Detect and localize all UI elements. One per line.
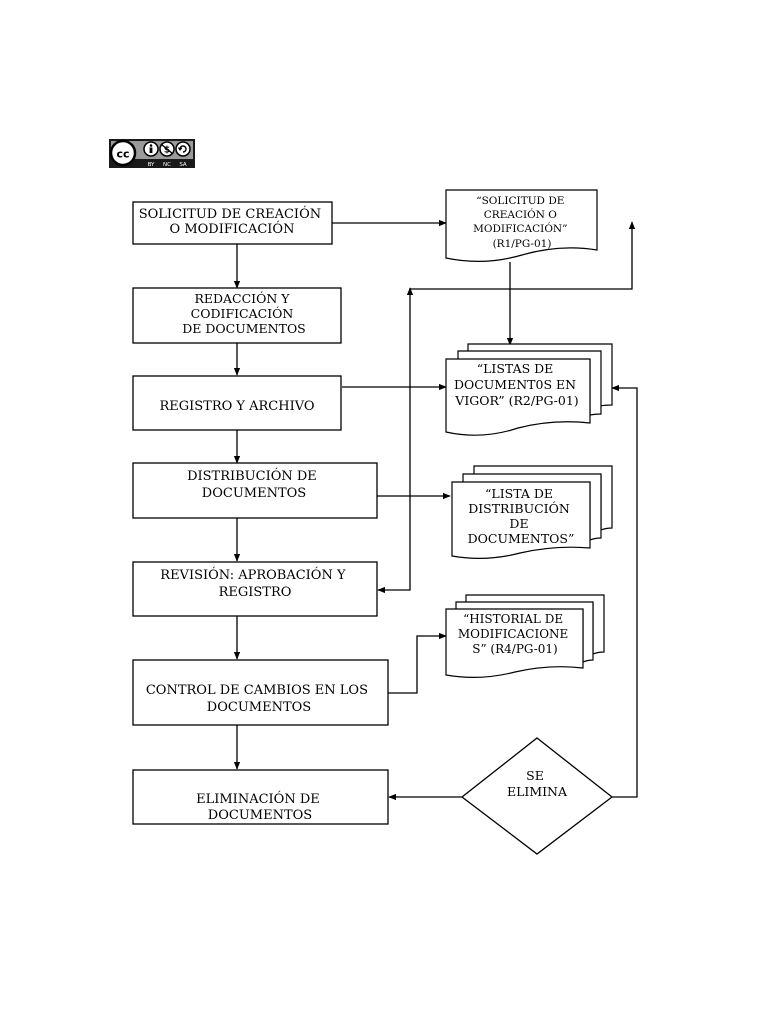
sa-label: SA <box>179 162 187 168</box>
arrow-loop-p5-up <box>377 287 414 594</box>
d2-line-3: VIGOR” (R2/PG-01) <box>454 393 578 408</box>
svg-text:REDACCIÓN Y CODIFICACIÓN: REDACCIÓN Y CODIFICACIÓN DE DOCUMENTOS <box>182 290 306 336</box>
d2-line-1: “LISTAS DE <box>477 361 554 376</box>
d1-line-2: CREACIÓN O <box>484 207 558 221</box>
d1-line-4: (R1/PG-01) <box>493 238 552 250</box>
decision-se-elimina: SE ELIMINA <box>460 737 614 855</box>
cc-logo-text: cc <box>116 148 129 161</box>
svg-text:CONTROL DE CAMBIOS EN LOS: CONTROL DE CAMBIOS EN LOS DOCUMENTOS <box>146 683 372 715</box>
document-d4: “HISTORIAL DE MODIFICACIONE S” (R4/PG-01… <box>445 594 605 678</box>
p4-line-1: DISTRIBUCIÓN DE <box>187 467 317 484</box>
nc-label: NC <box>163 162 171 168</box>
decision-line-2: ELIMINA <box>507 784 568 799</box>
process-box-p3: REGISTRO Y ARCHIVO <box>132 375 342 431</box>
process-box-p1: SOLICITUD DE CREACIÓN O MODIFICACIÓN <box>132 201 333 245</box>
cc-license-badge: cc $ BY NC SA <box>109 139 195 168</box>
document-d2: “LISTAS DE DOCUMENT0S EN VIGOR” (R2/PG-0… <box>445 343 613 436</box>
svg-text:REGISTRO Y ARCHIVO: REGISTRO Y ARCHIVO <box>159 399 314 414</box>
process-box-p7: ELIMINACIÓN DE DOCUMENTOS <box>132 769 389 825</box>
d3-line-1: “LISTA DE <box>485 486 553 501</box>
p2-line-1: REDACCIÓN Y <box>194 290 290 306</box>
p4-line-2: DOCUMENTOS <box>202 486 306 501</box>
p6-line-1: CONTROL DE CAMBIOS EN LOS <box>146 683 368 698</box>
document-d1: “SOLICITUD DE CREACIÓN O MODIFICACIÓN” (… <box>445 189 598 262</box>
p6-line-2: DOCUMENTOS <box>207 700 311 715</box>
p7-line-1: ELIMINACIÓN DE <box>196 790 320 807</box>
p2-line-2: CODIFICACIÓN <box>191 305 294 321</box>
document-d3: “LISTA DE DISTRIBUCIÓN DE DOCUMENTOS” <box>451 465 613 559</box>
d3-line-2: DISTRIBUCIÓN <box>468 500 570 516</box>
svg-text:“LISTA DE DISTRIBUCIÓN: “LISTA DE DISTRIBUCIÓN DE DOCUMENTOS” <box>468 486 575 546</box>
d4-line-1: “HISTORIAL DE <box>463 612 563 626</box>
p2-line-3: DE DOCUMENTOS <box>182 321 306 336</box>
process-box-p2: REDACCIÓN Y CODIFICACIÓN DE DOCUMENTOS <box>132 287 342 344</box>
p5-line-2: REGISTRO <box>219 585 292 600</box>
d1-line-1: “SOLICITUD DE <box>476 195 564 207</box>
svg-text:DISTRIBUCIÓN DE DOCUMENT: DISTRIBUCIÓN DE DOCUMENTOS <box>187 467 321 501</box>
svg-text:“HISTORIAL DE MODIFICACI: “HISTORIAL DE MODIFICACIONE S” (R4/PG-01… <box>458 612 572 656</box>
d1-line-3: MODIFICACIÓN” <box>473 221 567 235</box>
svg-text:“LISTAS DE DOCUMENT0S EN: “LISTAS DE DOCUMENT0S EN VIGOR” (R2/PG-0… <box>454 361 580 408</box>
decision-line-1: SE <box>526 768 544 783</box>
d4-line-3: S” (R4/PG-01) <box>472 642 557 656</box>
svg-text:SOLICITUD DE CREACIÓN O: SOLICITUD DE CREACIÓN O MODIFICACIÓN <box>139 205 326 237</box>
svg-text:ELIMINACIÓN DE DOCUMENTO: ELIMINACIÓN DE DOCUMENTOS <box>196 790 324 823</box>
p1-line-1: SOLICITUD DE CREACIÓN <box>139 205 321 222</box>
process-box-p5: REVISIÓN: APROBACIÓN Y REGISTRO <box>132 561 378 617</box>
d3-line-4: DOCUMENTOS” <box>468 531 575 546</box>
arrow-p6-d4 <box>388 632 447 694</box>
d2-line-2: DOCUMENT0S EN <box>454 377 576 392</box>
svg-text:$: $ <box>164 146 170 156</box>
process-box-p4: DISTRIBUCIÓN DE DOCUMENTOS <box>132 462 378 519</box>
svg-text:“SOLICITUD DE CREACIÓN O: “SOLICITUD DE CREACIÓN O MODIFICACIÓN” (… <box>473 195 571 250</box>
p3-line-1: REGISTRO Y ARCHIVO <box>159 399 314 414</box>
cc-logo-icon <box>109 139 137 167</box>
p7-line-2: DOCUMENTOS <box>208 808 312 823</box>
arrow-loop-to-d1 <box>410 221 636 290</box>
process-box-p6: CONTROL DE CAMBIOS EN LOS DOCUMENTOS <box>132 659 389 726</box>
arrow-dec-d2 <box>610 384 638 798</box>
p1-line-2: O MODIFICACIÓN <box>170 220 295 237</box>
connectors <box>233 219 638 801</box>
d3-line-3: DE <box>509 516 528 531</box>
p5-line-1: REVISIÓN: APROBACIÓN Y <box>160 566 346 583</box>
svg-text:REVISIÓN: APROBACIÓN Y R: REVISIÓN: APROBACIÓN Y REGISTRO <box>160 566 349 600</box>
by-label: BY <box>148 162 155 168</box>
d4-line-2: MODIFICACIONE <box>458 627 568 641</box>
svg-text:SE ELIMINA: SE ELIMINA <box>507 768 568 799</box>
sa-icon <box>175 141 191 157</box>
